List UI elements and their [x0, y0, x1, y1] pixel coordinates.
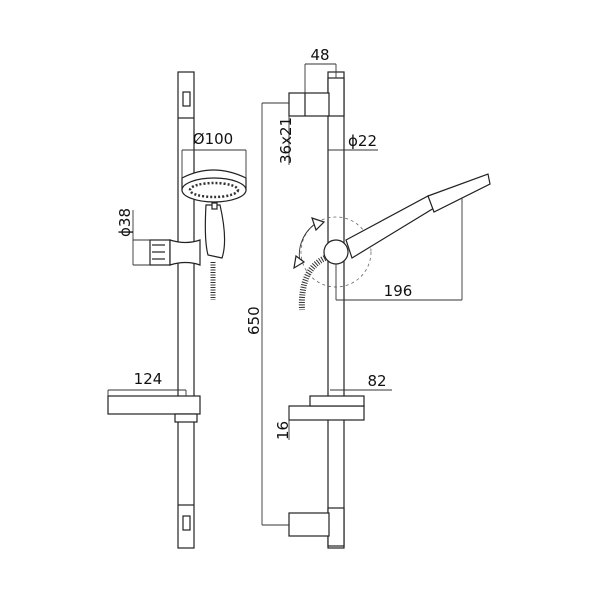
dim-bracket-width: 48	[310, 46, 329, 64]
rotation-arrow-icon	[293, 254, 306, 270]
dim-dish-depth: 82	[367, 372, 386, 390]
dim-dish-height: 16	[274, 421, 292, 440]
dim-holder-diameter: ϕ38	[116, 208, 134, 237]
bottom-wall-bracket	[288, 512, 330, 537]
bottom-bracket-slot	[182, 515, 191, 531]
soap-dish-front	[107, 395, 201, 415]
slide-bar-front	[177, 71, 195, 549]
shower-head-face	[181, 177, 247, 203]
handshower-handle	[204, 204, 226, 259]
slider-holder	[169, 239, 201, 266]
top-wall-bracket	[288, 92, 330, 117]
rotation-arrow-icon	[311, 217, 326, 232]
hose-side	[298, 255, 327, 311]
dim-bar-diameter: ϕ22	[348, 132, 377, 150]
bottom-bracket-cap	[327, 507, 345, 547]
shower-head-side	[427, 173, 491, 213]
handshower-side	[345, 195, 435, 259]
top-bracket-cap	[327, 77, 345, 117]
soap-dish-side	[288, 405, 365, 421]
side-view	[261, 63, 491, 549]
dim-bar-length: 650	[245, 306, 263, 335]
dim-bracket-size: 36x21	[277, 117, 295, 164]
dim-handle-reach: 196	[384, 282, 413, 300]
slide-bar-side	[327, 71, 345, 549]
dim-dish-width: 124	[134, 370, 163, 388]
swivel-joint	[323, 239, 349, 265]
front-view	[107, 71, 247, 549]
dim-head-diameter: Ø100	[193, 130, 233, 148]
top-bracket-slot	[182, 91, 191, 107]
